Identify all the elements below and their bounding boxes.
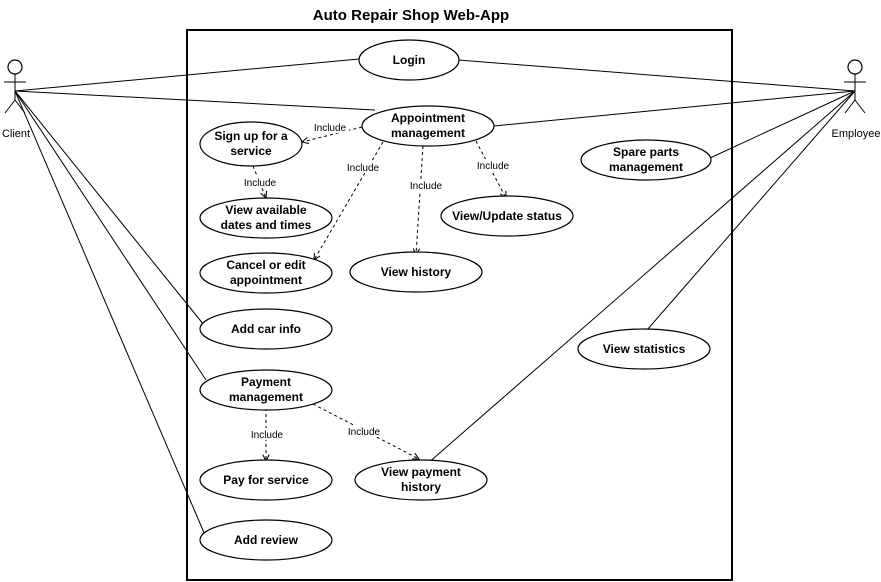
use-case-label: management bbox=[609, 160, 683, 174]
use-case-view-available-dates[interactable]: View available dates and times bbox=[199, 197, 333, 239]
include-appt-signup bbox=[302, 126, 363, 142]
include-label: Include bbox=[244, 178, 277, 189]
client-actor[interactable]: Client bbox=[2, 59, 30, 140]
use-case-pay-for-service[interactable]: Pay for service bbox=[199, 459, 333, 501]
include-dependencies bbox=[252, 126, 506, 461]
use-case-label: appointment bbox=[230, 273, 302, 287]
use-case-label: dates and times bbox=[221, 218, 312, 232]
use-case-label: View statistics bbox=[603, 342, 686, 356]
employee-associations bbox=[426, 59, 856, 465]
actor-leg-icon bbox=[854, 99, 866, 114]
actor-head-icon bbox=[7, 59, 23, 75]
system-boundary bbox=[186, 29, 733, 581]
use-case-label: Add review bbox=[234, 533, 299, 547]
use-case-login[interactable]: Login bbox=[358, 39, 460, 81]
use-case-label: management bbox=[391, 126, 465, 140]
use-case-add-review[interactable]: Add review bbox=[199, 519, 333, 561]
assoc-client-add-review bbox=[14, 90, 206, 536]
include-labels: Include Include Include Include Include … bbox=[240, 121, 513, 441]
actor-leg-icon bbox=[14, 99, 26, 114]
use-case-view-statistics[interactable]: View statistics bbox=[577, 328, 711, 370]
use-case-label: management bbox=[229, 390, 303, 404]
employee-label: Employee bbox=[832, 128, 881, 140]
use-case-payment-management[interactable]: Payment management bbox=[199, 369, 333, 411]
use-case-view-history[interactable]: View history bbox=[349, 251, 483, 293]
assoc-employee-appointment bbox=[493, 90, 856, 127]
assoc-employee-login bbox=[457, 59, 856, 92]
assoc-employee-spare-parts bbox=[709, 90, 856, 159]
use-case-label: Cancel or edit bbox=[226, 258, 305, 272]
use-case-appointment-management[interactable]: Appointment management bbox=[361, 105, 495, 147]
diagram-title: Auto Repair Shop Web-App bbox=[313, 7, 509, 24]
use-case-label: View payment bbox=[381, 465, 461, 479]
assoc-employee-payment-history bbox=[426, 90, 856, 465]
use-case-label: Spare parts bbox=[613, 145, 679, 159]
use-case-view-update-status[interactable]: View/Update status bbox=[440, 195, 574, 237]
use-case-view-payment-history[interactable]: View payment history bbox=[354, 459, 488, 501]
use-case-sign-up[interactable]: Sign up for a service bbox=[199, 121, 303, 167]
use-case-cancel-edit[interactable]: Cancel or edit appointment bbox=[199, 252, 333, 294]
assoc-client-appointment bbox=[14, 90, 376, 111]
use-case-label: Payment bbox=[241, 375, 291, 389]
include-appt-cancel bbox=[314, 141, 384, 260]
use-case-label: View/Update status bbox=[452, 209, 562, 223]
client-associations bbox=[14, 58, 376, 536]
use-case-label: Pay for service bbox=[223, 473, 309, 487]
include-label: Include bbox=[348, 427, 381, 438]
include-payment-history bbox=[312, 403, 419, 459]
use-case-add-car-info[interactable]: Add car info bbox=[199, 308, 333, 350]
use-case-label: Add car info bbox=[231, 322, 301, 336]
include-label: Include bbox=[251, 430, 284, 441]
use-case-spare-parts-management[interactable]: Spare parts management bbox=[580, 139, 712, 181]
actor-head-icon bbox=[847, 59, 863, 75]
use-case-label: Appointment bbox=[391, 111, 465, 125]
use-case-label: View available bbox=[225, 203, 306, 217]
assoc-client-login bbox=[14, 58, 360, 92]
assoc-client-payment bbox=[14, 90, 207, 381]
assoc-employee-statistics bbox=[646, 90, 856, 331]
employee-actor[interactable]: Employee bbox=[832, 59, 881, 140]
use-case-label: View history bbox=[381, 265, 452, 279]
include-label: Include bbox=[477, 161, 510, 172]
include-appt-history bbox=[416, 145, 424, 255]
include-label: Include bbox=[314, 123, 347, 134]
use-case-label: history bbox=[401, 480, 441, 494]
actor-leg-icon bbox=[844, 99, 856, 114]
use-case-label: Sign up for a bbox=[214, 129, 288, 143]
include-label: Include bbox=[347, 163, 380, 174]
use-case-label: Login bbox=[393, 53, 426, 67]
assoc-client-add-car-info bbox=[14, 90, 205, 326]
actor-leg-icon bbox=[4, 99, 16, 114]
use-case-label: service bbox=[230, 144, 272, 158]
client-label: Client bbox=[2, 128, 30, 140]
include-label: Include bbox=[410, 181, 443, 192]
